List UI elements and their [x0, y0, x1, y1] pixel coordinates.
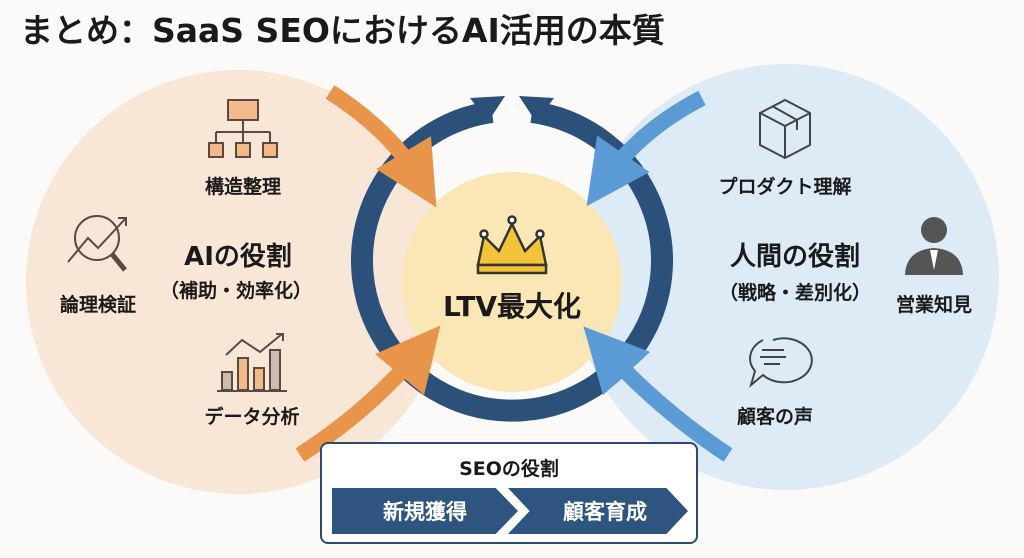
human-role-heading: 人間の役割 — [729, 242, 861, 272]
ai-circle — [26, 70, 450, 494]
human-item-sales: 営業知見 — [895, 294, 973, 316]
ai-item-structure: 構造整理 — [204, 176, 282, 198]
box-icon — [759, 98, 811, 160]
seo-step-acquisition: 新規獲得 — [332, 488, 518, 534]
crown-icon — [476, 215, 548, 275]
page-title: まとめ：SaaS SEOにおけるAI活用の本質 — [20, 11, 665, 50]
human-circle — [573, 64, 999, 490]
ai-role-sub: （補助・効率化） — [159, 280, 313, 302]
human-item-product: プロダクト理解 — [718, 176, 852, 198]
human-role-sub: （戦略・差別化） — [718, 282, 872, 304]
cycle-arrow-head-right — [519, 96, 554, 122]
speech-bubble-icon — [749, 337, 813, 388]
ai-arrow-bottom — [295, 325, 441, 462]
cycle-arrow-head-left — [470, 96, 505, 122]
businessperson-icon — [905, 217, 963, 275]
magnify-chart-icon — [67, 215, 127, 272]
ltv-circle — [402, 172, 622, 392]
human-arrow-top — [586, 90, 706, 207]
human-arrow-bottom — [583, 326, 733, 462]
ai-arrow-top — [325, 85, 437, 208]
ai-item-logic: 論理検証 — [59, 294, 137, 316]
ai-item-data: データ分析 — [204, 406, 300, 428]
ltv-label: LTV最大化 — [443, 290, 581, 323]
ai-role-heading: AIの役割 — [184, 242, 292, 272]
seo-step-nurturing: 顧客育成 — [508, 488, 688, 534]
hierarchy-icon — [208, 99, 278, 158]
human-item-voice: 顧客の声 — [736, 406, 814, 428]
bar-chart-icon — [217, 333, 287, 392]
seo-role-title: SEOの役割 — [459, 458, 559, 480]
seo-role-box: SEOの役割 新規獲得 顧客育成 — [320, 442, 698, 544]
